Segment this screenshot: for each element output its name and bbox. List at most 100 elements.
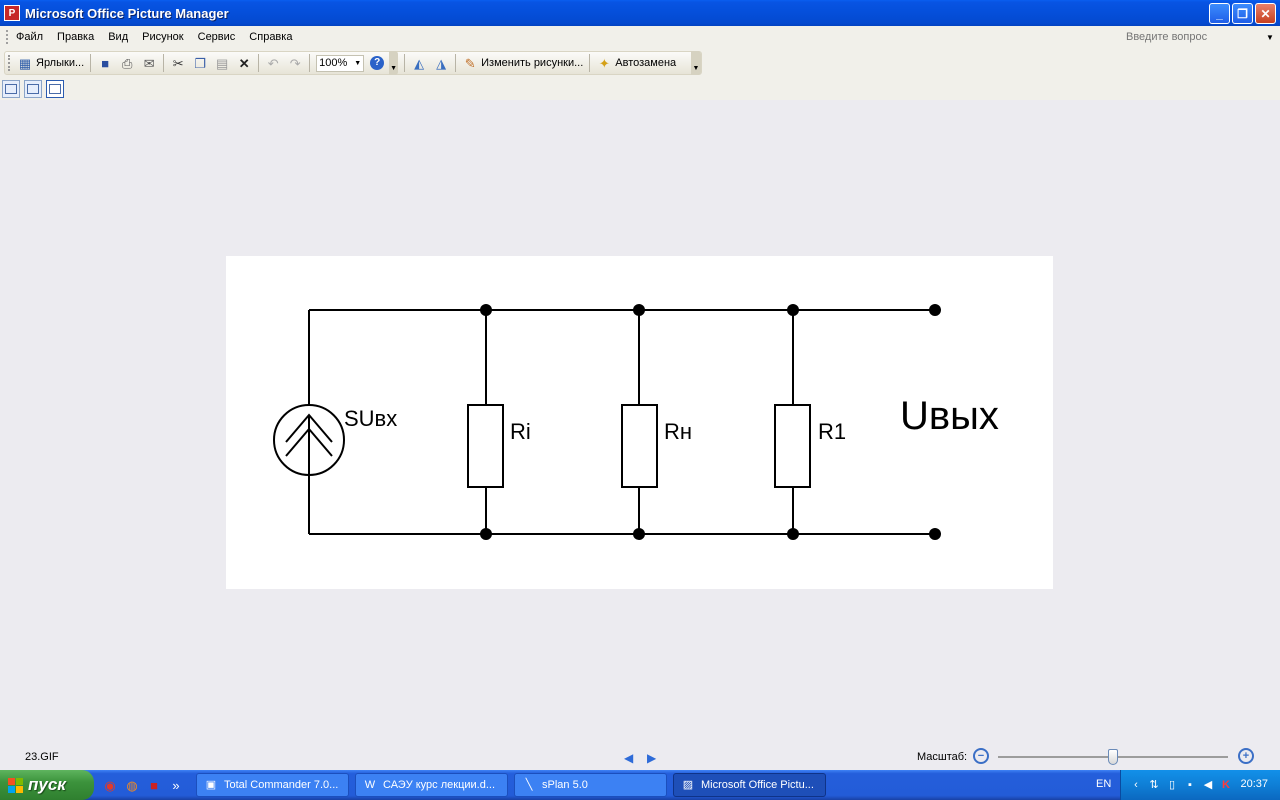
zoom-value: 100% (319, 57, 348, 69)
zoom-label: Масштаб: (917, 751, 968, 763)
clock: 20:37 (1240, 778, 1268, 790)
windows-logo-icon (8, 777, 23, 793)
minimize-button[interactable]: _ (1209, 3, 1230, 24)
toolbar-grip[interactable] (8, 55, 11, 71)
rotate-right-icon: ◮ (436, 55, 447, 71)
language-indicator[interactable]: EN (1096, 778, 1112, 790)
filmstrip-view-button[interactable] (24, 80, 42, 98)
task-picture-manager[interactable]: ▨ Microsoft Office Pictu... (673, 773, 826, 797)
task-label: САЭУ курс лекции.d... (383, 779, 496, 791)
volume-icon[interactable]: ◀ (1203, 778, 1213, 791)
close-button[interactable]: ✕ (1255, 3, 1276, 24)
maximize-icon: ❐ (1237, 6, 1248, 21)
menu-help[interactable]: Справка (249, 31, 293, 43)
toolbar-separator (258, 54, 260, 72)
task-word-document[interactable]: W САЭУ курс лекции.d... (355, 773, 508, 797)
app-icon[interactable]: P (4, 5, 20, 21)
source-label: SUвх (344, 406, 398, 431)
network-icon[interactable]: ⇅ (1149, 778, 1159, 791)
task-label: Total Commander 7.0... (224, 779, 339, 791)
menu-edit[interactable]: Правка (57, 31, 95, 43)
zoom-in-button[interactable]: + (1238, 748, 1254, 764)
picture-manager-icon: ▨ (682, 778, 694, 791)
tray-expand-icon[interactable]: ‹ (1134, 778, 1138, 791)
save-button[interactable]: ■ (94, 53, 116, 73)
word-icon: W (364, 778, 376, 791)
resistor-rn-label: Rн (664, 419, 693, 444)
chevron-right-icon[interactable]: » (172, 777, 180, 793)
standard-toolbar: ▦ Ярлыки... ■ ⎙ ✉ ✂ ❐ ▤ ✕ ↶ ↷ 100% ▼ ? ▼… (4, 51, 702, 75)
rotate-left-button[interactable]: ◭ (408, 53, 430, 73)
autocorrect-button[interactable]: ✦ Автозамена (593, 53, 679, 73)
resistor-ri (467, 404, 504, 488)
toolbar-options-button[interactable]: ▼ (691, 51, 701, 75)
thumbnail-view-button[interactable] (2, 80, 20, 98)
task-label: Microsoft Office Pictu... (701, 779, 814, 791)
zoom-slider-thumb[interactable] (1108, 749, 1118, 765)
junction-node (787, 304, 799, 316)
arrow-left-icon: ◀ (624, 751, 634, 765)
task-label: sPlan 5.0 (542, 779, 588, 791)
filmstrip-view-icon (27, 84, 39, 94)
help-question-input[interactable] (1126, 29, 1266, 45)
start-button[interactable]: пуск (0, 770, 94, 800)
toolbar-separator (455, 54, 457, 72)
menu-tools[interactable]: Сервис (197, 31, 236, 43)
toolbar-separator (404, 54, 406, 72)
task-total-commander[interactable]: ▣ Total Commander 7.0... (196, 773, 349, 797)
thumbnail-view-icon (5, 84, 17, 94)
delete-button[interactable]: ✕ (233, 53, 255, 73)
junction-node (787, 528, 799, 540)
file-name: 23.GIF (25, 751, 59, 763)
zoom-select[interactable]: 100% ▼ (316, 54, 365, 72)
print-button[interactable]: ⎙ (116, 53, 138, 73)
menu-file[interactable]: Файл (16, 31, 44, 43)
undo-button[interactable]: ↶ (262, 53, 284, 73)
usb-icon[interactable]: ▯ (1168, 778, 1176, 791)
antivirus-icon[interactable]: K (1222, 778, 1230, 791)
maximize-button[interactable]: ❐ (1232, 3, 1253, 24)
copy-icon: ❐ (194, 55, 206, 71)
zoom-out-button[interactable]: − (973, 748, 989, 764)
task-splan[interactable]: ╲ sPlan 5.0 (514, 773, 667, 797)
single-picture-view-button[interactable] (46, 80, 64, 98)
quick-launch: ◉ ◍ ■ » (102, 777, 196, 793)
undo-icon: ↶ (267, 55, 279, 71)
copy-button[interactable]: ❐ (189, 53, 211, 73)
menu-picture[interactable]: Рисунок (142, 31, 184, 43)
junction-node (633, 304, 645, 316)
arrow-right-icon: ▶ (647, 751, 657, 765)
menu-view[interactable]: Вид (108, 31, 129, 43)
next-picture-button[interactable]: ▶ (647, 751, 656, 765)
total-commander-icon: ▣ (205, 778, 217, 791)
paste-button[interactable]: ▤ (211, 53, 233, 73)
firefox-icon[interactable]: ◍ (126, 777, 138, 793)
help-button[interactable]: ? (367, 53, 387, 73)
redo-button[interactable]: ↷ (284, 53, 306, 73)
junction-node (480, 528, 492, 540)
toolbar-options-button[interactable]: ▼ (389, 51, 399, 75)
single-picture-view-icon (49, 84, 61, 94)
display-icon[interactable]: ▪ (1188, 778, 1192, 791)
shortcuts-icon: ▦ (18, 55, 32, 71)
view-mode-bar (0, 78, 1280, 100)
menu-bar: Файл Правка Вид Рисунок Сервис Справка ▼ (0, 26, 1280, 48)
opera-icon[interactable]: ◉ (104, 777, 116, 793)
title-bar[interactable]: P Microsoft Office Picture Manager _ ❐ ✕ (0, 0, 1280, 26)
toolbar-separator (163, 54, 165, 72)
minimize-icon: _ (1216, 6, 1223, 21)
shortcuts-button[interactable]: ▦ Ярлыки... (14, 53, 87, 73)
circuit-picture: SUвх Ri Rн R1 Uвых (226, 256, 1053, 589)
previous-picture-button[interactable]: ◀ (624, 751, 633, 765)
toolbar-separator (589, 54, 591, 72)
toolbar-separator (309, 54, 311, 72)
output-voltage-label: Uвых (900, 394, 999, 438)
rotate-right-button[interactable]: ◮ (430, 53, 452, 73)
save-icon[interactable]: ■ (150, 777, 158, 793)
toolbar-separator (90, 54, 92, 72)
email-button[interactable]: ✉ (138, 53, 160, 73)
menu-grip[interactable] (6, 30, 9, 44)
edit-pictures-button[interactable]: ✎ Изменить рисунки... (459, 53, 586, 73)
cut-button[interactable]: ✂ (167, 53, 189, 73)
chevron-down-icon[interactable]: ▼ (1266, 32, 1274, 42)
